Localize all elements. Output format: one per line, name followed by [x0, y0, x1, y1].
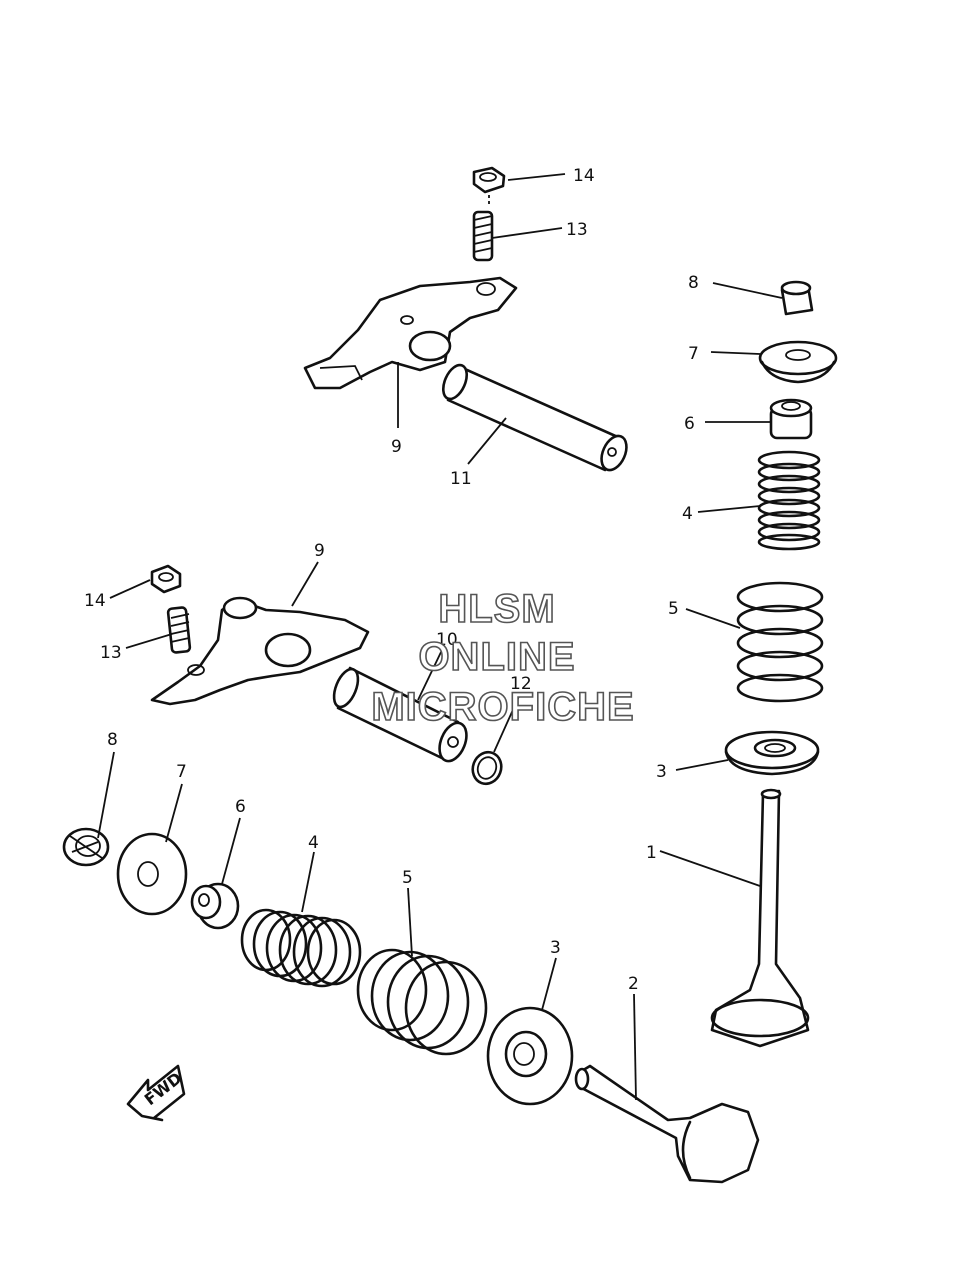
callout-3-left: 3 — [550, 938, 561, 958]
callout-1: 1 — [646, 843, 657, 863]
spring-seat-right — [724, 730, 820, 776]
spring-seat-left — [486, 1006, 574, 1106]
inner-spring-right — [757, 450, 821, 551]
leader-lines — [97, 173, 783, 1101]
valve-right — [710, 788, 810, 1048]
callout-5-left: 5 — [402, 868, 413, 888]
adjuster-screw-upper — [472, 210, 494, 262]
callout-13-lower: 13 — [100, 643, 122, 663]
callout-6-right: 6 — [684, 414, 695, 434]
stem-seal-right — [769, 398, 813, 440]
o-ring — [471, 750, 503, 786]
nut-upper — [472, 166, 506, 194]
callout-8-right: 8 — [688, 273, 699, 293]
outer-spring-right — [736, 581, 824, 703]
cotter-left — [62, 827, 110, 867]
callout-7-left: 7 — [176, 762, 187, 782]
callout-12: 12 — [510, 674, 532, 694]
callout-5-right: 5 — [668, 599, 679, 619]
callout-3-right: 3 — [656, 762, 667, 782]
callout-10: 10 — [436, 630, 458, 650]
callout-11: 11 — [450, 469, 472, 489]
callout-13-upper: 13 — [566, 220, 588, 240]
inner-spring-left — [240, 908, 362, 988]
callout-14-upper: 14 — [573, 166, 595, 186]
retainer-left — [116, 832, 188, 916]
rocker-arm-lower — [150, 596, 370, 706]
outer-spring-left — [356, 948, 488, 1056]
callout-7-right: 7 — [688, 344, 699, 364]
nut-lower — [150, 564, 182, 594]
watermark: HLSM ONLINE MICROFICHE — [371, 586, 635, 730]
retainer-right — [758, 340, 838, 384]
cotter-right — [780, 280, 814, 316]
adjuster-screw-lower — [166, 606, 192, 654]
callout-8-left: 8 — [107, 730, 118, 750]
callout-2: 2 — [628, 974, 639, 994]
watermark-line-1: HLSM — [438, 587, 555, 631]
callout-14-lower: 14 — [84, 591, 106, 611]
watermark-line-3: MICROFICHE — [371, 685, 634, 729]
valve-left — [574, 1064, 760, 1184]
watermark-line-2: ONLINE — [418, 635, 575, 679]
rocker-shaft-lower — [332, 666, 468, 763]
callout-9-lower: 9 — [314, 541, 325, 561]
rocker-arm-upper — [303, 276, 518, 390]
callout-4-left: 4 — [308, 833, 319, 853]
callout-6-left: 6 — [235, 797, 246, 817]
callout-9-upper: 9 — [391, 437, 402, 457]
fwd-arrow-icon: FWD — [126, 1064, 185, 1122]
stem-seal-left — [190, 882, 240, 930]
callout-labels: 14 13 9 11 8 7 6 4 5 3 1 9 14 13 10 12 8… — [84, 166, 699, 994]
rocker-shaft-upper — [441, 363, 628, 472]
callout-4-right: 4 — [682, 504, 693, 524]
